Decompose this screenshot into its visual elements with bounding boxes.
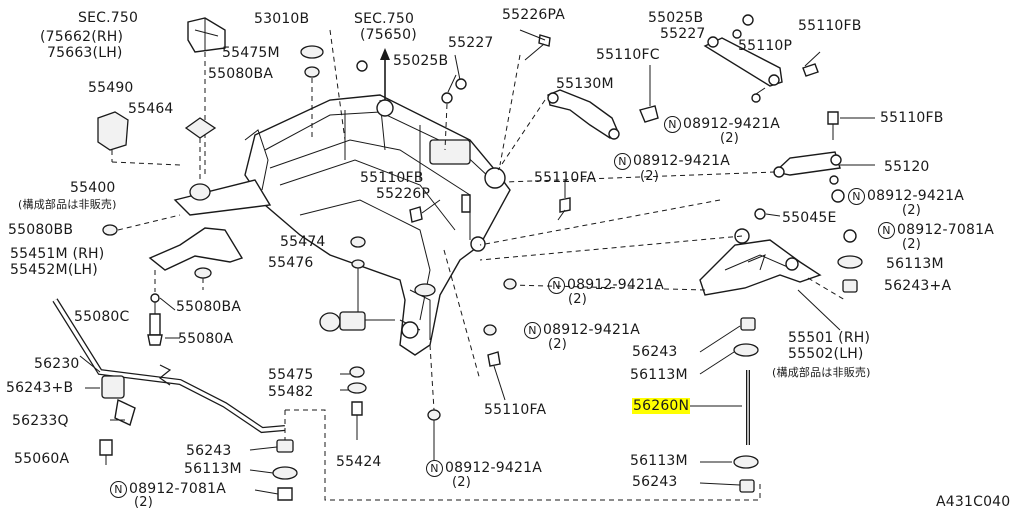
lower-arm-55501 [699, 239, 822, 296]
plate-55464 [184, 117, 217, 139]
label-56243-b: 56243 [186, 443, 232, 459]
label-55474: 55474 [280, 234, 326, 250]
label-55452m: 55452M(LH) [10, 262, 98, 278]
bumper-55474 [319, 312, 341, 332]
label-75650: (75650) [360, 27, 417, 43]
label-55080bb: 55080BB [8, 222, 74, 238]
qty-08912-h: (2) [134, 495, 154, 510]
label-55080ba-top: 55080BA [208, 66, 274, 82]
qty-08912-f: (2) [548, 337, 568, 352]
label-55110fa-b: 55110FA [484, 402, 547, 418]
bracket-55451M [148, 227, 244, 271]
label-56260n: 56260N [632, 398, 691, 414]
label-55475: 55475 [268, 367, 314, 383]
mount-bracket [187, 17, 226, 53]
link-55110P [703, 37, 783, 87]
label-56243-c: 56243 [632, 474, 678, 490]
qty-08912-e: (2) [568, 292, 588, 307]
label-55110p: 55110P [738, 38, 793, 54]
qty-08912-a: (2) [720, 131, 740, 146]
label-55501: 55501 (RH) [788, 330, 871, 346]
bolt-55110FC [639, 105, 659, 123]
n-marker-icon: N [614, 153, 631, 170]
label-55424: 55424 [336, 454, 382, 470]
label-55025b-a: 55025B [393, 53, 449, 69]
label-55120: 55120 [884, 159, 930, 175]
n-marker-icon: N [878, 222, 895, 239]
qty-08912-b: (2) [640, 169, 660, 184]
bushing-56243B [101, 375, 125, 399]
label-55110fb-a: 55110FB [798, 18, 862, 34]
qty-08912-c: (2) [902, 203, 922, 218]
diagram-code: A431C040 [936, 494, 1011, 510]
label-55400: 55400 [70, 180, 116, 196]
label-56113m-c: 56113M [630, 453, 688, 469]
label-56113m-b: 56113M [630, 367, 688, 383]
label-55080c: 55080C [74, 309, 130, 325]
label-55475m: 55475M [222, 45, 280, 61]
label-55476: 55476 [268, 255, 314, 271]
label-55080a: 55080A [178, 331, 234, 347]
n-marker-icon: N [548, 277, 565, 294]
label-56243-a: 56243 [632, 344, 678, 360]
label-55025b-b: 55025B [648, 10, 704, 26]
label-55130m: 55130M [556, 76, 614, 92]
label-55045e: 55045E [782, 210, 837, 226]
n-marker-icon: N [110, 481, 127, 498]
label-55464: 55464 [128, 101, 174, 117]
label-55110fb-b: 55110FB [880, 110, 944, 126]
n-marker-icon: N [664, 116, 681, 133]
label-56230: 56230 [34, 356, 80, 372]
label-75662: (75662(RH) [40, 29, 124, 45]
label-55226p: 55226P [376, 186, 431, 202]
label-55110fa-a: 55110FA [534, 170, 597, 186]
n-marker-icon: N [426, 460, 443, 477]
label-56233q: 56233Q [12, 413, 69, 429]
label-55227-a: 55227 [448, 35, 494, 51]
label-56113m-d: 56113M [184, 461, 242, 477]
label-55080ba-b: 55080BA [176, 299, 242, 315]
label-55110fc: 55110FC [596, 47, 660, 63]
label-jp-note-2: (構成部品は非販売) [772, 366, 871, 379]
label-55227-b: 55227 [660, 26, 706, 42]
label-55490: 55490 [88, 80, 134, 96]
insulator-55490 [97, 111, 129, 151]
qty-08912-g: (2) [452, 475, 472, 490]
highlight-56260n: 56260N [632, 398, 691, 414]
label-jp-note-1: (構成部品は非販売) [18, 198, 117, 211]
label-56243a: 56243+A [884, 278, 952, 294]
label-55482: 55482 [268, 384, 314, 400]
label-55060a: 55060A [14, 451, 70, 467]
label-56243b: 56243+B [6, 380, 74, 396]
n-marker-icon: N [524, 322, 541, 339]
label-56113m-a: 56113M [886, 256, 944, 272]
n-marker-icon: N [848, 188, 865, 205]
qty-08912-d: (2) [902, 237, 922, 252]
label-55226pa: 55226PA [502, 7, 566, 23]
rear-suspension-member [173, 94, 511, 356]
label-sec750-mid: SEC.750 [354, 11, 415, 27]
label-75663: 75663(LH) [47, 45, 123, 61]
label-55110fb-c: 55110FB [360, 170, 424, 186]
label-55451m: 55451M (RH) [10, 246, 105, 262]
link-55120 [773, 151, 841, 176]
label-53010b: 53010B [254, 11, 310, 27]
label-55502: 55502(LH) [788, 346, 864, 362]
label-sec750-top: SEC.750 [78, 10, 139, 26]
